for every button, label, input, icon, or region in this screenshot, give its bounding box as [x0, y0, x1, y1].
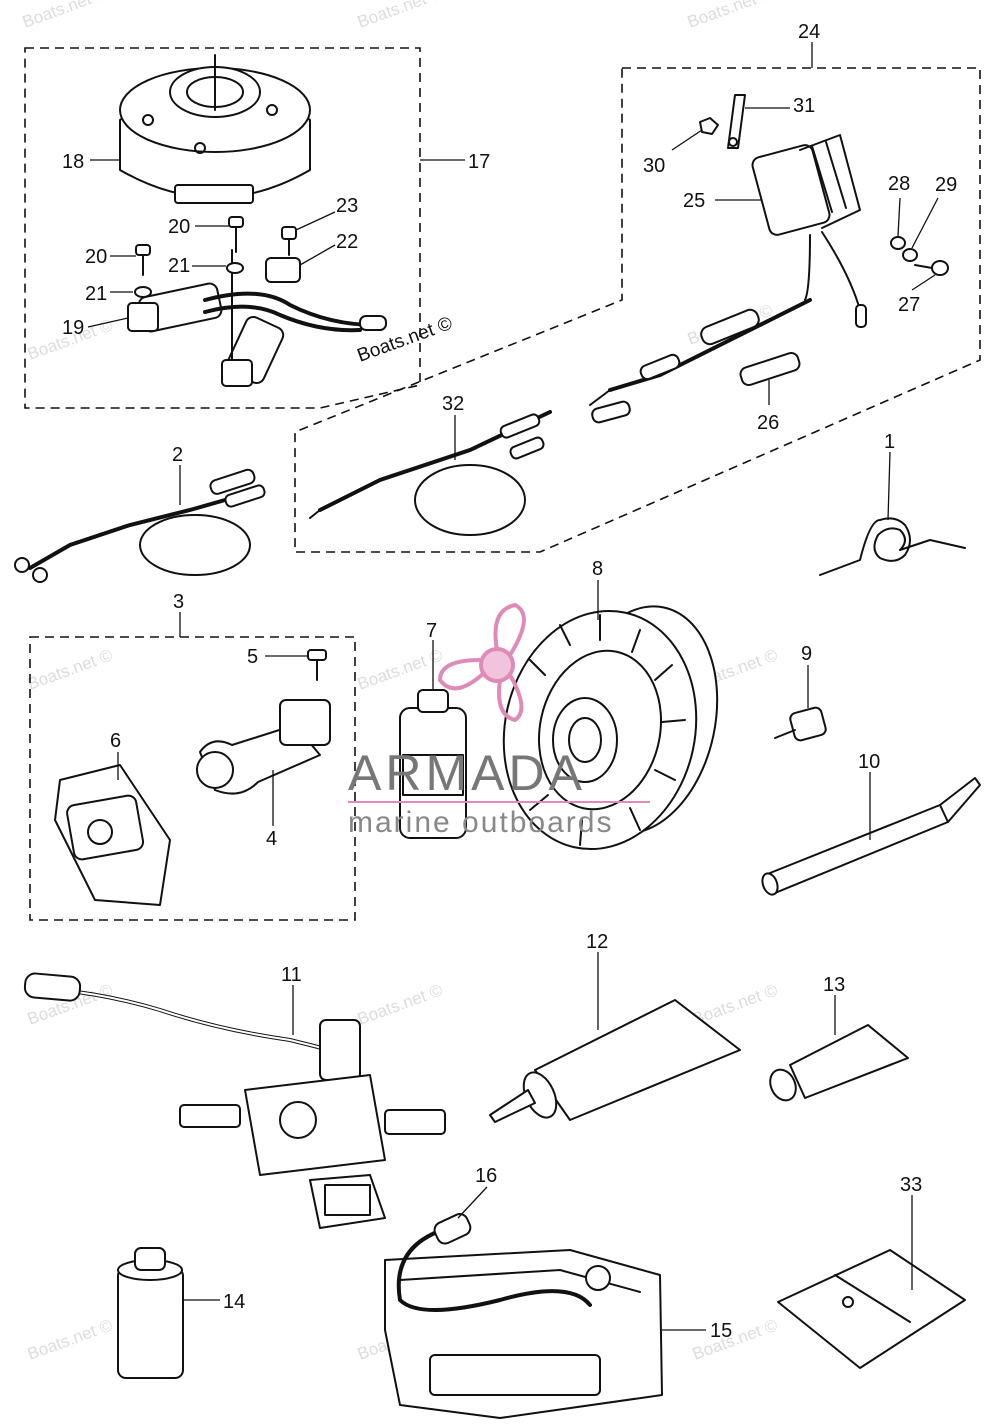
washer-28[interactable]	[890, 236, 906, 250]
callout-15: 15	[710, 1320, 732, 1342]
callout-7: 7	[426, 620, 437, 642]
callout-25: 25	[683, 190, 705, 212]
brand-name: ARMADA	[348, 745, 586, 801]
callout-20b: 20	[85, 246, 107, 268]
washer-29[interactable]	[902, 248, 918, 262]
callout-1: 1	[884, 431, 895, 453]
logo-blade-icon	[437, 658, 487, 691]
logo-hub-icon	[479, 647, 515, 683]
callout-28: 28	[888, 173, 910, 195]
screw-23[interactable]	[281, 226, 297, 256]
callout-21b: 21	[85, 283, 107, 305]
callout-20a: 20	[168, 216, 190, 238]
stator-coils-19[interactable]	[127, 249, 387, 387]
callout-32: 32	[442, 393, 464, 415]
callout-8: 8	[592, 558, 603, 580]
tube-12[interactable]	[489, 999, 741, 1123]
can-14[interactable]	[117, 1247, 184, 1379]
leader-lines	[87, 42, 939, 1331]
group-box-3	[29, 636, 356, 921]
callout-13: 13	[823, 974, 845, 996]
brand-logo: ARMADA marine outboards	[348, 602, 650, 839]
primer-16[interactable]	[432, 1211, 473, 1246]
fitting-9[interactable]	[774, 706, 827, 742]
callout-23: 23	[336, 195, 358, 217]
logo-blade-icon	[497, 674, 524, 723]
tool-10[interactable]	[760, 777, 981, 897]
watermark: Boats.net ©	[20, 0, 111, 32]
brand-tagline: marine outboards	[348, 806, 613, 839]
callout-17: 17	[468, 151, 490, 173]
callout-14: 14	[223, 1291, 245, 1313]
bracket-31[interactable]	[727, 94, 746, 149]
callout-5: 5	[247, 646, 258, 668]
group-box-24	[294, 67, 981, 553]
clamp-22[interactable]	[265, 257, 301, 283]
watermark: Boats.net ©	[355, 0, 446, 32]
callout-18: 18	[62, 151, 84, 173]
callout-19: 19	[62, 317, 84, 339]
washer-21b[interactable]	[134, 286, 152, 298]
pad-6[interactable]	[54, 764, 171, 906]
group-box-17	[24, 47, 421, 409]
callout-9: 9	[801, 643, 812, 665]
tube-13[interactable]	[765, 1024, 909, 1105]
callout-16: 16	[475, 1165, 497, 1187]
screw-27[interactable]	[914, 260, 949, 276]
harness-32[interactable]	[309, 298, 812, 536]
fuse-26[interactable]	[739, 351, 802, 387]
logo-blade-icon	[493, 602, 526, 657]
callout-6: 6	[110, 730, 121, 752]
flywheel-18[interactable]	[119, 54, 311, 204]
callout-31: 31	[793, 95, 815, 117]
switch-4[interactable]	[196, 699, 331, 795]
callout-24: 24	[798, 21, 820, 43]
callout-33: 33	[900, 1174, 922, 1196]
washer-21a[interactable]	[226, 262, 244, 274]
callout-11: 11	[281, 964, 302, 986]
callout-29: 29	[935, 174, 957, 196]
screw-20a[interactable]	[228, 216, 244, 253]
bottle-7[interactable]	[399, 689, 467, 839]
screw-20b[interactable]	[135, 244, 151, 276]
callout-21a: 21	[168, 255, 190, 277]
callout-30: 30	[643, 155, 665, 177]
callout-2: 2	[172, 444, 183, 466]
spring-1[interactable]	[819, 517, 966, 576]
watermark: Boats.net ©	[355, 645, 446, 693]
fuel-tank-15[interactable]	[384, 1223, 663, 1419]
callout-26: 26	[757, 412, 779, 434]
pulley-8[interactable]	[482, 592, 737, 867]
rectifier-25[interactable]	[751, 134, 867, 328]
watermark: Boats.net ©	[25, 645, 116, 693]
pouch-33[interactable]	[777, 1249, 966, 1369]
watermark: Boats.net ©	[355, 980, 446, 1028]
callout-4: 4	[266, 828, 277, 850]
harness-2[interactable]	[14, 468, 266, 583]
watermark: Boats.net ©	[685, 0, 776, 32]
callout-10: 10	[858, 751, 880, 773]
fuel-connector-11[interactable]	[23, 972, 446, 1229]
watermark: Boats.net ©	[690, 1315, 781, 1363]
callout-22: 22	[336, 231, 358, 253]
callout-12: 12	[586, 931, 608, 953]
callout-27: 27	[898, 294, 920, 316]
watermark: Boats.net ©	[25, 1315, 116, 1363]
callout-3: 3	[173, 591, 184, 613]
screw-5[interactable]	[307, 649, 327, 681]
callout-numbers: 24 17 18 20 20 21 21 19 23 22 31 30 25 2…	[62, 21, 957, 1342]
nut-30[interactable]	[699, 117, 719, 135]
